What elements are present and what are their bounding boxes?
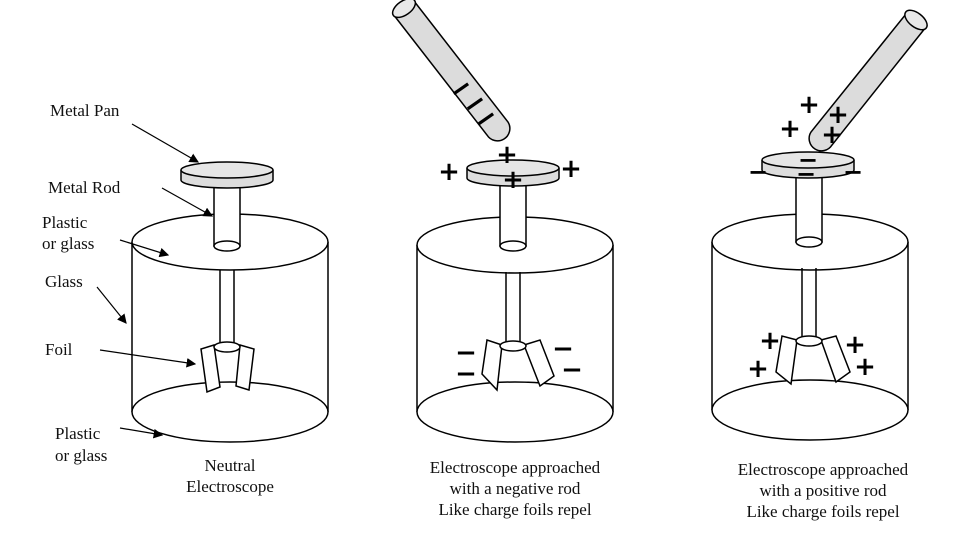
spread-foils-3 bbox=[775, 335, 851, 386]
metal-pan-3 bbox=[761, 151, 855, 179]
metal-rod-3 bbox=[795, 171, 823, 337]
label-plastic-bottom-2: or glass bbox=[55, 446, 108, 465]
glass-jar-3 bbox=[711, 213, 909, 441]
charge-plus: + bbox=[438, 157, 460, 187]
charge-plus: + bbox=[502, 165, 524, 195]
label-plastic-top-1: Plastic bbox=[42, 213, 88, 232]
charge-plus: + bbox=[496, 140, 518, 170]
label-metal-rod: Metal Rod bbox=[48, 178, 121, 197]
charge-plus: + bbox=[827, 100, 849, 130]
spread-foils-2 bbox=[481, 339, 555, 392]
charge-plus: + bbox=[560, 154, 582, 184]
metal-pan-2 bbox=[466, 159, 560, 187]
charge-plus: + bbox=[821, 120, 843, 150]
label-plastic-bottom-1: Plastic bbox=[55, 424, 101, 443]
foil-leaves bbox=[200, 341, 255, 394]
negative-electroscope bbox=[391, 0, 614, 443]
caption-line: Electroscope approached bbox=[737, 460, 909, 479]
positive-rod bbox=[808, 9, 928, 152]
charge-minus: − bbox=[748, 158, 768, 186]
positive-electroscope bbox=[711, 9, 928, 441]
charge-plus: + bbox=[844, 330, 866, 360]
charge-minus: − bbox=[796, 160, 816, 188]
label-plastic-top-2: or glass bbox=[42, 234, 95, 253]
caption-line: Electroscope approached bbox=[429, 458, 601, 477]
charge-minus: − bbox=[552, 334, 574, 364]
label-foil: Foil bbox=[45, 340, 73, 359]
charge-plus: + bbox=[747, 354, 769, 384]
charge-plus: + bbox=[798, 90, 820, 120]
charge-plus: + bbox=[759, 326, 781, 356]
metal-rod bbox=[213, 180, 241, 346]
caption-line: with a positive rod bbox=[759, 481, 887, 500]
charge-minus: − bbox=[561, 355, 583, 385]
caption-positive: Electroscope approached with a positive … bbox=[688, 459, 958, 522]
caption-line: Electroscope bbox=[186, 477, 274, 496]
label-metal-pan: Metal Pan bbox=[50, 101, 120, 120]
charge-minus: − bbox=[843, 158, 863, 186]
charge-signs: − − − + + + + − − − − + + + + − − − − + … bbox=[438, 68, 876, 389]
caption-line: Like charge foils repel bbox=[746, 502, 900, 521]
charge-minus: − bbox=[798, 146, 818, 174]
neutral-electroscope bbox=[96, 123, 329, 443]
caption-line: Like charge foils repel bbox=[438, 500, 592, 519]
metal-pan bbox=[180, 161, 274, 189]
caption-line: with a negative rod bbox=[449, 479, 581, 498]
metal-rod-2 bbox=[499, 179, 527, 343]
caption-negative: Electroscope approached with a negative … bbox=[375, 457, 655, 520]
caption-neutral: Neutral Electroscope bbox=[160, 455, 300, 497]
negative-rod bbox=[391, 0, 511, 142]
charge-minus: − bbox=[455, 359, 477, 389]
callout-arrows bbox=[96, 123, 214, 439]
charge-plus: + bbox=[854, 352, 876, 382]
label-glass: Glass bbox=[45, 272, 83, 291]
charge-minus: − bbox=[455, 338, 477, 368]
caption-line: Neutral bbox=[204, 456, 256, 475]
charge-plus: + bbox=[779, 114, 801, 144]
